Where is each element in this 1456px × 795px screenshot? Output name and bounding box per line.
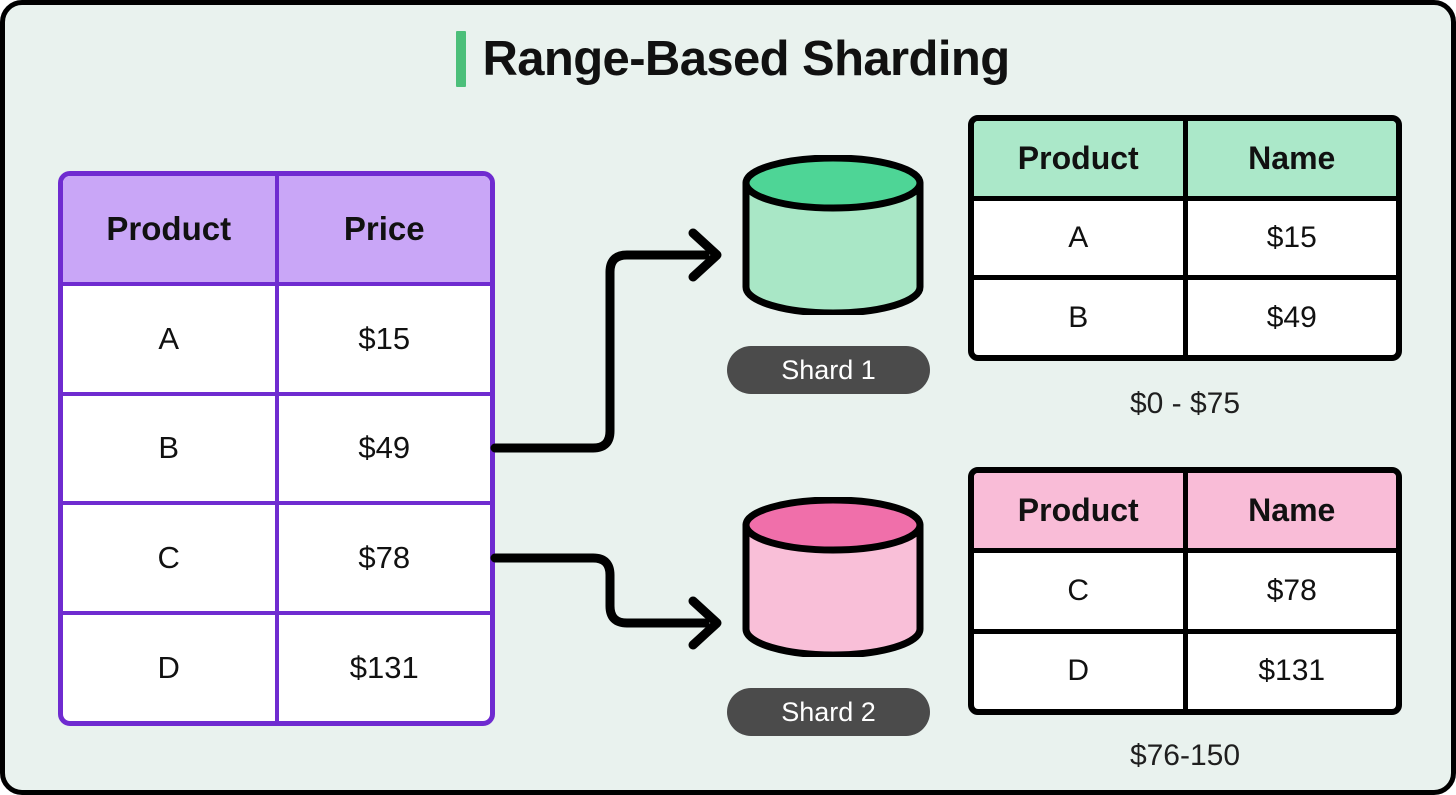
source-cell-product: A bbox=[63, 285, 279, 392]
shard2-header-name: Name bbox=[1187, 473, 1396, 549]
shard1-range-label: $0 - $75 bbox=[1129, 387, 1241, 420]
shard1-cell-name: $49 bbox=[1266, 300, 1317, 334]
source-table-header-row: Product Price bbox=[63, 176, 490, 286]
shard2-range-label: $76-150 bbox=[1129, 739, 1241, 772]
shard2-header-row: Product Name bbox=[974, 473, 1396, 554]
source-header-price: Price bbox=[278, 176, 490, 282]
shard1-cell-name: $15 bbox=[1266, 221, 1317, 254]
shard2-header-product: Product bbox=[974, 473, 1188, 549]
shard2-cell-name: $131 bbox=[1258, 654, 1326, 688]
shard1-database-cylinder-icon bbox=[742, 155, 924, 315]
source-cell-product: B bbox=[63, 395, 279, 502]
shard1-badge-label: Shard 1 bbox=[781, 354, 876, 385]
table-row: C $78 bbox=[63, 505, 490, 616]
shard2-cell-name: $78 bbox=[1266, 573, 1317, 607]
table-row: B $49 bbox=[974, 280, 1396, 355]
table-row: A $15 bbox=[974, 200, 1396, 281]
shard2-badge: Shard 2 bbox=[727, 688, 930, 736]
shard2-cell-product: C bbox=[974, 553, 1188, 629]
table-row: D $131 bbox=[974, 633, 1396, 709]
source-table: Product Price A $15 B $49 C $78 D $131 bbox=[58, 171, 495, 726]
shard1-header-product: Product bbox=[974, 121, 1188, 196]
title-accent-bar bbox=[456, 31, 467, 87]
title-label: Range-Based Sharding bbox=[482, 31, 1010, 86]
shard2-database-cylinder-icon bbox=[742, 497, 924, 657]
shard1-header-name: Name bbox=[1187, 121, 1396, 196]
table-row: C $78 bbox=[974, 553, 1396, 634]
shard1-cell-product: A bbox=[974, 200, 1188, 276]
source-cell-product: D bbox=[63, 615, 279, 721]
source-cell-price: $15 bbox=[358, 320, 411, 356]
shard1-header-row: Product Name bbox=[974, 121, 1396, 201]
arrow-to-shard1 bbox=[490, 250, 710, 453]
shard1-table: Product Name A $15 B $49 bbox=[968, 115, 1402, 361]
table-row: D $131 bbox=[63, 615, 490, 721]
table-row: A $15 bbox=[63, 285, 490, 396]
source-cell-price: $131 bbox=[349, 650, 419, 686]
source-cell-price: $78 bbox=[358, 540, 411, 576]
arrow-to-shard2 bbox=[490, 553, 710, 628]
source-header-product: Product bbox=[63, 176, 279, 282]
shard2-cell-product: D bbox=[974, 633, 1188, 709]
shard1-cell-product: B bbox=[974, 280, 1188, 355]
table-row: B $49 bbox=[63, 395, 490, 506]
shard2-table: Product Name C $78 D $131 bbox=[968, 467, 1402, 715]
shard1-badge: Shard 1 bbox=[727, 346, 930, 394]
source-cell-product: C bbox=[63, 505, 279, 612]
source-cell-price: $49 bbox=[358, 430, 411, 466]
shard2-badge-label: Shard 2 bbox=[781, 696, 876, 727]
arrowhead-shard1-icon bbox=[688, 228, 722, 282]
page-title: Range-Based Sharding bbox=[5, 31, 1451, 87]
arrowhead-shard2-icon bbox=[688, 596, 722, 650]
